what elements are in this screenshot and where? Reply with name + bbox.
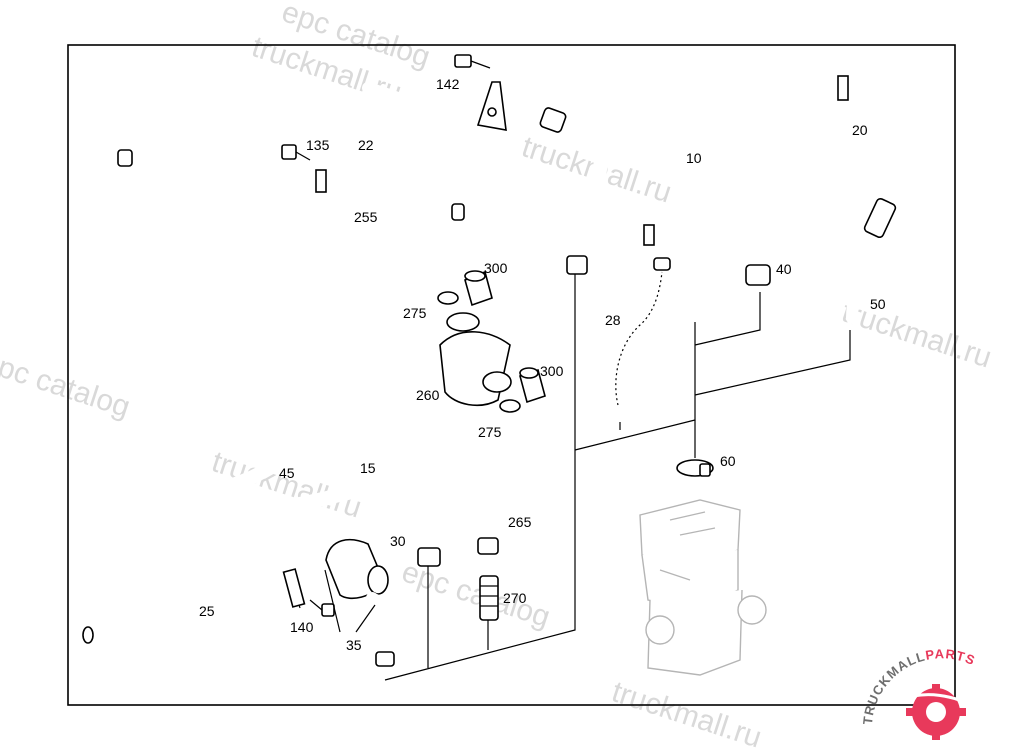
hose-50: [846, 270, 872, 324]
bracket-142: [454, 54, 507, 131]
gear-icon: [899, 684, 976, 740]
bolt-140: [309, 599, 335, 617]
watermark-brand: truckmall.ru: [838, 295, 996, 374]
callout-22: 22: [358, 137, 374, 153]
sleeve-300-lower: [519, 367, 546, 404]
callout-35: 35: [346, 637, 362, 653]
callout-270: 270: [503, 590, 527, 606]
hose-35: [366, 592, 398, 667]
drawing-frame: [67, 44, 956, 706]
hose-10: [539, 107, 727, 327]
callout-265: 265: [508, 514, 532, 530]
hose-10-clamp: [539, 107, 567, 133]
callout-50: 50: [870, 296, 886, 312]
branch-clip: [643, 224, 655, 246]
hose-40: [745, 186, 855, 289]
logo-word-b: PARTS: [924, 646, 977, 668]
hose-45: [218, 401, 288, 495]
callout-60: 60: [720, 453, 736, 469]
hose-22-end-fitting: [117, 149, 133, 167]
callout-20: 20: [852, 122, 868, 138]
callout-28: 28: [605, 312, 621, 328]
hose-20-sleeve: [863, 197, 897, 239]
washer-275-bot: [499, 399, 521, 413]
hose-20: [714, 58, 911, 256]
callout-275-lower: 275: [478, 424, 502, 440]
bolt-142-head: [454, 54, 472, 68]
callout-135: 135: [306, 137, 330, 153]
branch-end: [451, 203, 465, 221]
callout-45: 45: [279, 465, 295, 481]
bolt-135: [281, 144, 311, 161]
hose-28: [606, 257, 671, 419]
watermark-tail: epc catalog: [398, 555, 554, 634]
hose-265-end: [477, 537, 499, 555]
fitting-270: [479, 575, 499, 621]
watermark-brand: truckmall.ru: [608, 675, 766, 750]
clamp-60: [676, 459, 714, 477]
callout-140: 140: [290, 619, 314, 635]
washer-275-top: [437, 291, 459, 305]
callout-30: 30: [390, 533, 406, 549]
callout-40: 40: [776, 261, 792, 277]
truckmall-logo: TRUCKMALLPARTS: [860, 646, 977, 740]
callout-labels: 142 135 22 10 20 255 300 40 50 275 28 30…: [199, 76, 886, 653]
callout-300-upper: 300: [484, 260, 508, 276]
filter-260: [437, 291, 521, 413]
hose-28-top: [653, 257, 671, 271]
hose-20-clip: [837, 75, 849, 101]
hose-15-end: [417, 547, 441, 567]
callout-142: 142: [436, 76, 460, 92]
callout-275-upper: 275: [403, 305, 427, 321]
watermark-tail: epc catalog: [0, 345, 134, 424]
hose-40-end: [745, 264, 771, 286]
compressor: [639, 499, 767, 676]
hose-255: [362, 82, 455, 304]
callout-300-lower: 300: [540, 363, 564, 379]
callout-10: 10: [686, 150, 702, 166]
sleeve-300-upper: [464, 270, 493, 307]
hose-10-branch: [451, 203, 665, 249]
callout-260: 260: [416, 387, 440, 403]
leaders-bottom: [324, 450, 576, 681]
callout-255: 255: [354, 209, 378, 225]
leaders-right: [574, 274, 851, 458]
hose-22-clip: [315, 169, 327, 193]
hose-15: [166, 386, 453, 567]
hose-10-sleeve: [566, 255, 588, 275]
hose-22: [117, 110, 553, 202]
hose-35-end: [375, 651, 395, 667]
canister-30: [282, 538, 389, 609]
hose-25: [82, 554, 326, 644]
callout-25: 25: [199, 603, 215, 619]
callout-15: 15: [360, 460, 376, 476]
bracket-30: [282, 568, 306, 608]
hose-265: [477, 413, 534, 555]
